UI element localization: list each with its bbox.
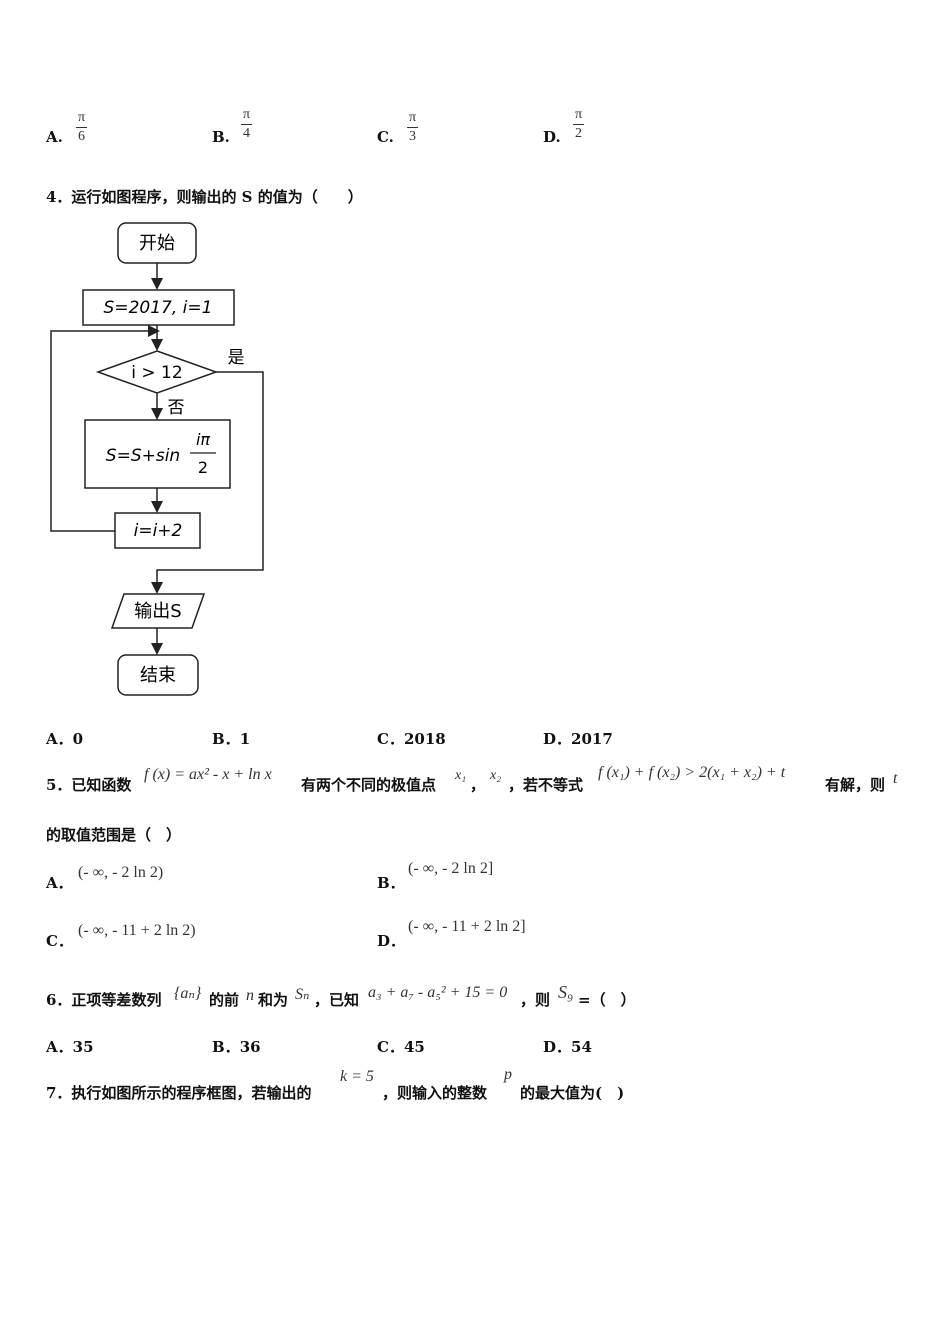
q4-flowchart: 开始 S=2017, i=1 i > 12 是 否 S=S+sin iπ 2 i… (50, 222, 264, 696)
flowchart-body-label: S=S+sin (106, 446, 180, 466)
flowchart-increment-label: i=i+2 (134, 521, 183, 541)
flowchart-body-numerator: iπ (196, 430, 210, 449)
flowchart-yes-label: 是 (228, 348, 245, 368)
q6-option-d: D．54 (543, 1038, 592, 1056)
q5-x2: x₂ (490, 768, 502, 783)
q4-option-b: B．1 (212, 730, 251, 748)
q5-t: t (893, 770, 898, 787)
q6-equation: a₃ + a₇ - a₅² + 15 = 0 (368, 984, 508, 1001)
q4-option-a: A．0 (46, 730, 84, 748)
q5-stem-part4: 有解，则 (825, 776, 886, 794)
q6-stem-part4: ，已知 (314, 991, 360, 1009)
q3-option-a-letter: A. (46, 128, 63, 146)
q5-inequality: f (x₁) + f (x₂) > 2(x₁ + x₂) + t (598, 764, 786, 781)
q7-p: p (504, 1066, 512, 1083)
q5-option-c-text: (- ∞, - 11 + 2 ln 2) (78, 922, 196, 939)
q5-stem-part1: 5．已知函数 (46, 776, 132, 794)
q3-option-b-letter: B. (212, 128, 230, 146)
q6-option-a: A．35 (46, 1038, 94, 1056)
q5-stem-part2: 有两个不同的极值点 (301, 776, 437, 794)
flowchart-decision-label: i > 12 (131, 363, 182, 383)
q5-option-b-letter: B． (377, 874, 405, 892)
q5-option-c-letter: C． (46, 932, 73, 950)
q5-option-d-letter: D． (377, 932, 406, 950)
q6-stem-part5: ，则 (520, 991, 551, 1009)
q5-function: f (x) = ax² - x + ln x (144, 766, 272, 783)
q6-sequence: {aₙ} (174, 985, 202, 1002)
flowchart-output-label: 输出S (134, 601, 181, 622)
flowchart-no-label: 否 (168, 398, 185, 418)
q4-option-c: C．2018 (377, 730, 446, 748)
flowchart-start-label: 开始 (139, 233, 175, 254)
flowchart-init-label: S=2017, i=1 (104, 298, 213, 318)
q3-option-c-letter: C. (377, 128, 394, 146)
q6-stem-part3: 和为 (258, 991, 289, 1009)
q6-s9: S₉ (558, 982, 574, 1002)
flowchart-init-box (82, 289, 235, 326)
q5-comma: ， (470, 776, 486, 794)
q5-option-a-letter: A． (46, 874, 73, 892)
flowchart-increment-box (114, 512, 201, 549)
q5-option-d-text: (- ∞, - 11 + 2 ln 2] (408, 918, 526, 935)
q6-n: n (246, 987, 254, 1004)
q7-stem-part2: ，则输入的整数 (382, 1084, 488, 1102)
q6-stem-part2: 的前 (209, 991, 240, 1009)
q6-stem-part6: =（ ） (578, 991, 636, 1009)
q6-stem-part1: 6．正项等差数列 (46, 991, 162, 1009)
flowchart-output-box (110, 593, 206, 629)
q5-option-a-text: (- ∞, - 2 ln 2) (78, 864, 164, 881)
q6-option-b: B．36 (212, 1038, 261, 1056)
q5-option-b-text: (- ∞, - 2 ln 2] (408, 860, 494, 877)
q7-stem-part1: 7．执行如图所示的程序框图，若输出的 (46, 1084, 312, 1102)
q6-sn: Sₙ (295, 986, 310, 1003)
flowchart-end-box (117, 654, 199, 696)
q5-stem-part3: ，若不等式 (508, 776, 584, 794)
flowchart-end-label: 结束 (140, 665, 176, 686)
flowchart-body-denominator: 2 (198, 458, 208, 477)
flowchart-body-box (84, 419, 231, 489)
q4-option-d: D．2017 (543, 730, 613, 748)
q5-x1: x₁ (455, 768, 467, 783)
q5-stem-line2: 的取值范围是（ ） (46, 826, 182, 844)
q7-stem-part3: 的最大值为( ) (520, 1084, 625, 1102)
q4-stem: 4．运行如图程序，则输出的 S 的值为（ ） (46, 188, 363, 206)
q3-option-d-letter: D. (543, 128, 561, 146)
q7-k: k = 5 (340, 1068, 374, 1085)
q6-option-c: C．45 (377, 1038, 425, 1056)
